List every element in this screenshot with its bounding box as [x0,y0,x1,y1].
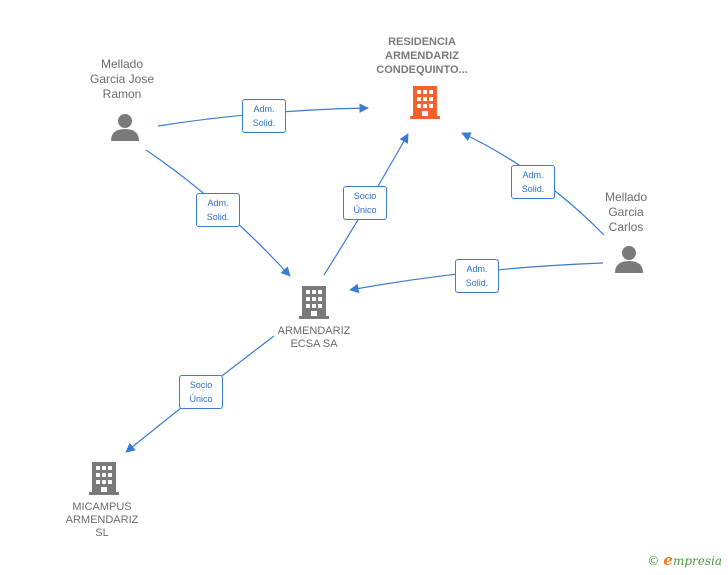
edge-label-jose-ramon-residencia: Adm. Solid. [242,99,286,133]
building-icon[interactable] [409,84,441,120]
residencia-label[interactable]: RESIDENCIA ARMENDARIZ CONDEQUINTO... [376,36,468,76]
ecsa-label[interactable]: ARMENDARIZ ECSA SA [277,325,351,350]
micampus-label[interactable]: MICAMPUS ARMENDARIZ SL [65,501,139,539]
person-icon[interactable] [110,112,140,142]
person-icon[interactable] [614,244,644,274]
brand-footer[interactable]: ©empresia [647,551,722,569]
jose-ramon-label[interactable]: Mellado Garcia Jose Ramon [89,57,155,101]
carlos-label[interactable]: Mellado Garcia Carlos [604,190,648,234]
building-icon[interactable] [298,284,330,320]
edge-label-jose-ramon-ecsa: Adm. Solid. [196,193,240,227]
building-icon[interactable] [88,460,120,496]
copyright-symbol: © [647,554,660,568]
brand-logo-initial: e [663,551,673,569]
edge-label-ecsa-micampus: Socio Único [179,375,223,409]
brand-logo-text: mpresia [672,554,722,568]
edge-label-carlos-residencia: Adm. Solid. [511,165,555,199]
edge-label-carlos-ecsa: Adm. Solid. [455,259,499,293]
edge-label-ecsa-residencia: Socio Único [343,186,387,220]
